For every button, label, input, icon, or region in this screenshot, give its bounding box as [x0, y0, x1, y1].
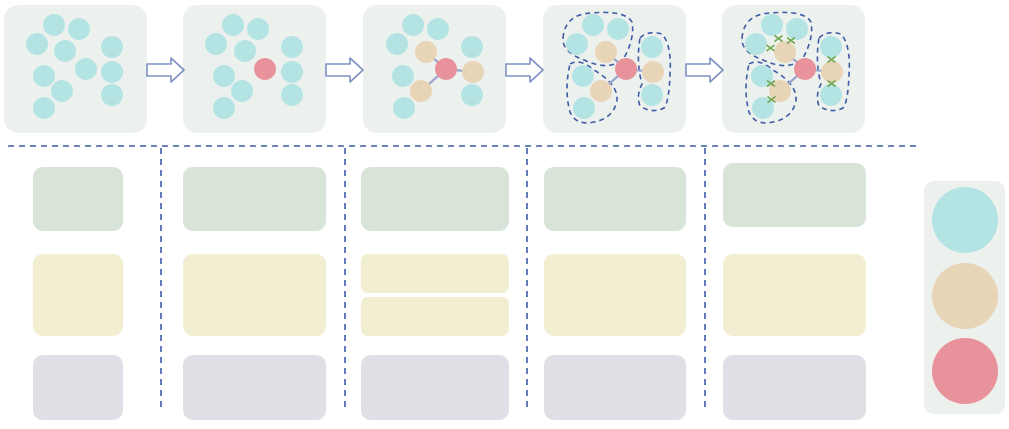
stage5-link-marker-1: [774, 34, 783, 43]
stage1-node-6: [75, 58, 97, 80]
stage5-link-marker-3: [766, 44, 775, 52]
stage1-node-1: [43, 14, 65, 36]
stage2-center-node: [254, 58, 276, 80]
stage5-link-marker-6: [766, 79, 776, 88]
col4-gray-box: [544, 355, 686, 420]
stage5-node-2: [786, 18, 808, 40]
stage1-node-8: [33, 65, 55, 87]
stage2-node-5: [281, 36, 303, 58]
stage1-node-4: [54, 40, 76, 62]
col5-green-box: [723, 163, 866, 227]
col1-green-box: [33, 167, 123, 231]
col5-yellow-box: [723, 254, 866, 336]
stage4-hub-2: [642, 61, 664, 83]
col3-gray-box: [361, 355, 509, 420]
stage5-node-4: [820, 36, 842, 58]
stage4-node-4: [641, 36, 663, 58]
stage1-node-5: [101, 36, 123, 58]
stage5-center-node: [794, 58, 816, 80]
stage5-node-6: [820, 84, 842, 106]
stage3-node-7: [393, 97, 415, 119]
stage5-hub-1: [774, 41, 796, 63]
stage2-node-2: [247, 18, 269, 40]
stage3-node-4: [461, 36, 483, 58]
stage4-node-5: [572, 65, 594, 87]
flow-arrow-3: [505, 57, 544, 83]
stage4-hub-1: [595, 41, 617, 63]
stage3-node-3: [386, 33, 408, 55]
stage3-hub-1: [415, 41, 437, 63]
stage5-cluster-right: [816, 31, 851, 112]
stage4-node-6: [641, 84, 663, 106]
stage5-node-1: [761, 14, 783, 36]
stage1-node-9: [51, 80, 73, 102]
legend-pink-node: [932, 338, 998, 404]
stage4-node-2: [607, 18, 629, 40]
stage3-node-2: [427, 18, 449, 40]
stage2-node-1: [222, 14, 244, 36]
stage1-node-10: [101, 84, 123, 106]
stage4-cluster-bottom: [566, 61, 618, 124]
flow-arrow-2: [325, 57, 364, 83]
stage5-hub-2: [821, 61, 843, 83]
flow-arrow-4: [685, 57, 724, 83]
col2-green-box: [183, 167, 326, 231]
stage5-cluster-top: [741, 11, 813, 67]
stage2-node-10: [213, 97, 235, 119]
stage5-link-marker-5: [827, 79, 836, 88]
flow-arrow-1: [146, 57, 185, 83]
stage4-center-node: [615, 58, 637, 80]
legend-peach-node: [932, 263, 998, 329]
stage4-hub-3: [590, 80, 612, 102]
col1-yellow-box: [33, 254, 123, 336]
stage5-link-marker-4: [827, 55, 836, 64]
stage1-node-11: [33, 97, 55, 119]
col2-yellow-box: [183, 254, 326, 336]
stage3-center-node: [435, 58, 457, 80]
stage1-node-2: [68, 18, 90, 40]
stage3-hub-2: [462, 61, 484, 83]
stage2-node-4: [234, 40, 256, 62]
stage4-cluster-top: [562, 11, 634, 67]
col4-yellow-box: [544, 254, 686, 336]
col1-gray-box: [33, 355, 123, 420]
stage3-hub-3: [410, 80, 432, 102]
stage1-node-3: [26, 33, 48, 55]
col3-yellow-box-bottom: [361, 297, 509, 336]
stage5-cluster-bottom: [745, 61, 797, 124]
stage3-node-5: [392, 65, 414, 87]
stage4-node-3: [566, 33, 588, 55]
stage1-node-7: [101, 61, 123, 83]
col3-green-box: [361, 167, 509, 231]
stage4-cluster-right: [637, 31, 672, 112]
stage5-link-marker-7: [767, 95, 776, 104]
col3-yellow-box-top: [361, 254, 509, 293]
stage2-node-6: [281, 61, 303, 83]
legend-teal-node: [932, 187, 998, 253]
stage2-node-8: [231, 80, 253, 102]
col5-gray-box: [723, 355, 866, 420]
stage3-node-6: [461, 84, 483, 106]
col2-gray-box: [183, 355, 326, 420]
stage4-node-1: [582, 14, 604, 36]
stage2-node-9: [281, 84, 303, 106]
stage5-node-3: [745, 33, 767, 55]
stage4-node-7: [573, 97, 595, 119]
stage3-node-1: [402, 14, 424, 36]
col4-green-box: [544, 167, 686, 231]
stage2-node-7: [213, 65, 235, 87]
stage5-link-marker-2: [786, 36, 796, 45]
stage2-node-3: [205, 33, 227, 55]
